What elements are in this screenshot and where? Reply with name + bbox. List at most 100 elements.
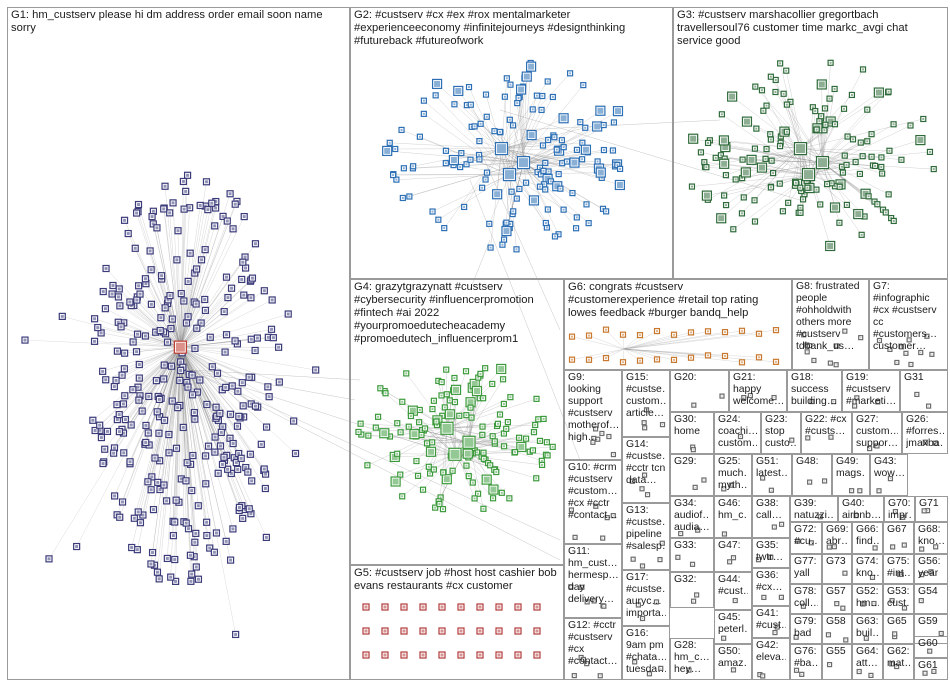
group-label-g22: G22: #cx #custs… (805, 414, 848, 438)
group-box-g67: G67 (883, 522, 914, 554)
group-box-g27: G27: custom… suppor… (852, 412, 902, 454)
group-label-g1: G1: hm_custserv please hi dm address ord… (11, 9, 346, 35)
group-box-g15: G15: #custse… custom… article… (622, 370, 670, 437)
group-label-g75: G75: #int… (887, 556, 910, 580)
group-box-g51: G51: latest… (752, 454, 792, 496)
group-label-g77: G77: yall (794, 556, 818, 580)
group-label-g51: G51: latest… (756, 456, 788, 480)
group-box-g18: G18: success building… (787, 370, 842, 412)
group-label-g73: G73 (826, 556, 848, 568)
group-box-g19: G19: #custserv #marketi… (842, 370, 900, 412)
group-box-g10: G10: #crm #custserv #custom… #cx #cctr #… (564, 460, 622, 544)
group-label-g56: G56: year (918, 556, 944, 580)
group-label-g9: G9: looking support #custserv motherof… … (568, 372, 618, 444)
group-label-g40: G40: airbnb… (842, 498, 880, 522)
group-label-g14: G14: #custse… #cctr tcn data… (626, 439, 666, 487)
group-label-g8: G8: frustrated people #ohholdwith others… (796, 281, 865, 353)
group-box-g53: G53: cust… (883, 584, 914, 614)
group-box-g70: G70: impr… (884, 496, 915, 522)
group-label-g55: G55 (826, 646, 848, 658)
group-label-g72: G72: #cu… (794, 524, 818, 548)
group-box-g71: G71 (915, 496, 948, 522)
group-box-g74: G74: kno… (852, 554, 883, 584)
group-label-g29: G29: (674, 456, 710, 468)
group-box-g64: G64: att… (852, 644, 883, 680)
group-label-g50: G50: amaz… (718, 646, 748, 670)
group-label-g34: G34: audiof… audia… (674, 498, 710, 534)
group-label-g12: G12: #cctr #custserv #cx #contact… (568, 620, 618, 668)
group-box-g60: G60 (914, 636, 948, 658)
group-box-g5: G5: #custserv job #host host cashier bob… (350, 565, 564, 680)
group-box-g73: G73 (822, 554, 852, 584)
group-box-g42: G42: eleva… (752, 638, 790, 680)
group-label-g61: G61 (918, 660, 944, 672)
group-box-g24: G24: coachi… custom… (714, 412, 761, 454)
group-box-g2: G2: #custserv #cx #ex #rox mentalmarkete… (350, 7, 673, 279)
group-label-g21: G21: happy welcome… (733, 372, 783, 408)
group-label-g41: G41: #cust… (756, 608, 786, 632)
group-box-g25: G25: much… myth… (714, 454, 752, 496)
group-box-g7: G7: #infographic #cx #custserv cc #custo… (869, 279, 948, 370)
group-label-g15: G15: #custse… custom… article… (626, 372, 666, 420)
group-label-g19: G19: #custserv #marketi… (846, 372, 896, 408)
group-label-g35: G35: twtr… (756, 540, 786, 564)
group-box-g20: G20: (670, 370, 729, 412)
group-label-g23: G23: stop custo… (765, 414, 797, 450)
group-label-g62: G62: mat… (887, 646, 910, 670)
group-label-g69: G69: abr… (826, 524, 848, 548)
group-label-g17: G17: #custse… auryc… importa… (626, 572, 666, 620)
group-box-g23: G23: stop custo… (761, 412, 801, 454)
group-box-g32: G32: (670, 572, 714, 608)
group-box-g12: G12: #cctr #custserv #cx #contact… (564, 618, 622, 680)
group-box-g16: G16: 9am pm #chata… tuesda… (622, 626, 670, 680)
group-label-g67: G67 (887, 524, 910, 536)
group-label-g57: G57 (826, 586, 848, 598)
group-box-g31: G31 (900, 370, 948, 412)
group-label-g66: G66: find… (856, 524, 879, 548)
group-label-g33: G33: (674, 540, 710, 552)
group-box-g33: G33: (670, 538, 714, 572)
group-label-g32: G32: (674, 574, 710, 586)
group-box-g66: G66: find… (852, 522, 883, 554)
group-label-g28: G28: hm_c… hey… (674, 640, 710, 676)
group-label-g6: G6: congrats #custserv #customerexperien… (568, 281, 788, 320)
group-label-g38: G38: call… (756, 498, 786, 522)
group-label-g2: G2: #custserv #cx #ex #rox mentalmarkete… (354, 9, 669, 48)
group-label-g64: G64: att… (856, 646, 879, 670)
group-label-g65: G65 (887, 616, 910, 628)
group-label-g54: G54 (918, 586, 944, 598)
group-label-g10: G10: #crm #custserv #custom… #cx #cctr #… (568, 462, 618, 522)
group-box-g78: G78: coll… (790, 584, 822, 614)
group-box-g40: G40: airbnb… (838, 496, 884, 522)
group-box-g6: G6: congrats #custserv #customerexperien… (564, 279, 792, 370)
group-box-g52: G52: hm… (852, 584, 883, 614)
group-label-g27: G27: custom… suppor… (856, 414, 898, 450)
group-label-g30: G30: home (674, 414, 710, 438)
group-label-g3: G3: #custserv marshacollier gregortbach … (677, 9, 944, 48)
group-label-g70: G70: impr… (888, 498, 911, 522)
group-label-g4: G4: grazytgrazynatt #custserv #cybersecu… (354, 281, 560, 346)
group-label-g45: G45: peterl… (718, 612, 748, 636)
group-label-g25: G25: much… myth… (718, 456, 748, 492)
group-box-g46: G46: hm_c… (714, 496, 752, 538)
group-box-g11: G11: hm_cust… hermesp… day delivery… (564, 544, 622, 618)
group-box-g69: G69: abr… (822, 522, 852, 554)
group-box-g50: G50: amaz… (714, 644, 752, 680)
group-box-g61: G61 (914, 658, 948, 680)
group-label-g78: G78: coll… (794, 586, 818, 610)
group-box-g30: G30: home (670, 412, 714, 454)
group-label-g36: G36: #cx… (756, 570, 786, 594)
group-label-g16: G16: 9am pm #chata… tuesda… (626, 628, 666, 676)
group-box-g54: G54 (914, 584, 948, 614)
group-label-g79: G79: bad (794, 616, 818, 640)
group-box-g62: G62: mat… (883, 644, 914, 680)
group-label-g43: G43: wow… (874, 456, 904, 480)
group-box-g45: G45: peterl… (714, 610, 752, 644)
group-box-g75: G75: #int… (883, 554, 914, 584)
group-box-g13: G13: #custse… pipeline #salesp… (622, 503, 670, 570)
group-label-g42: G42: eleva… (756, 640, 786, 664)
group-box-g72: G72: #cu… (790, 522, 822, 554)
group-box-g41: G41: #cust… (752, 606, 790, 638)
group-box-g8: G8: frustrated people #ohholdwith others… (792, 279, 869, 370)
group-label-g13: G13: #custse… pipeline #salesp… (626, 505, 666, 553)
